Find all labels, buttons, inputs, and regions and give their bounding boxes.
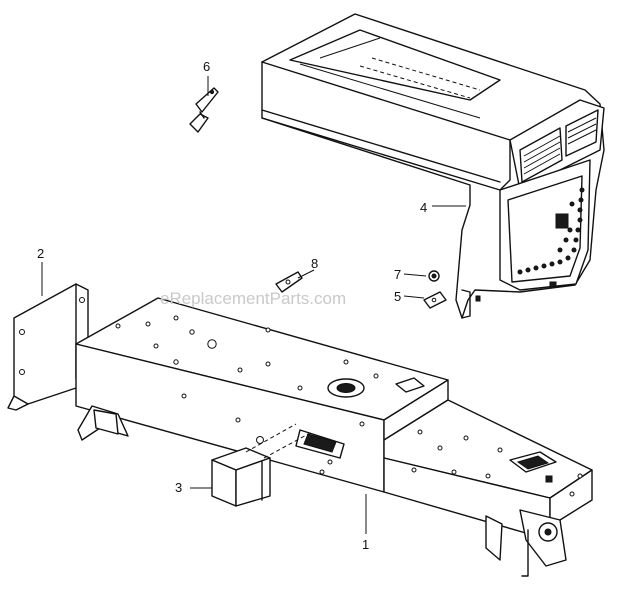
clip-part-8	[275, 271, 303, 293]
nut-part-7	[428, 270, 440, 282]
bolt-part-5	[423, 291, 447, 309]
callout-3: 3	[175, 480, 182, 495]
bracket-part-6	[189, 87, 219, 133]
watermark: eReplacementParts.com	[160, 289, 346, 308]
callout-7: 7	[394, 267, 401, 282]
callout-4: 4	[420, 200, 427, 215]
callout-8: 8	[311, 256, 318, 271]
leader-lines	[41, 76, 466, 534]
channel-part-3	[211, 423, 313, 507]
callout-5: 5	[394, 289, 401, 304]
callout-2: 2	[37, 246, 44, 261]
frame-part-1	[75, 297, 593, 577]
callout-1: 1	[362, 537, 369, 552]
hood	[261, 13, 605, 319]
callout-6: 6	[203, 59, 210, 74]
